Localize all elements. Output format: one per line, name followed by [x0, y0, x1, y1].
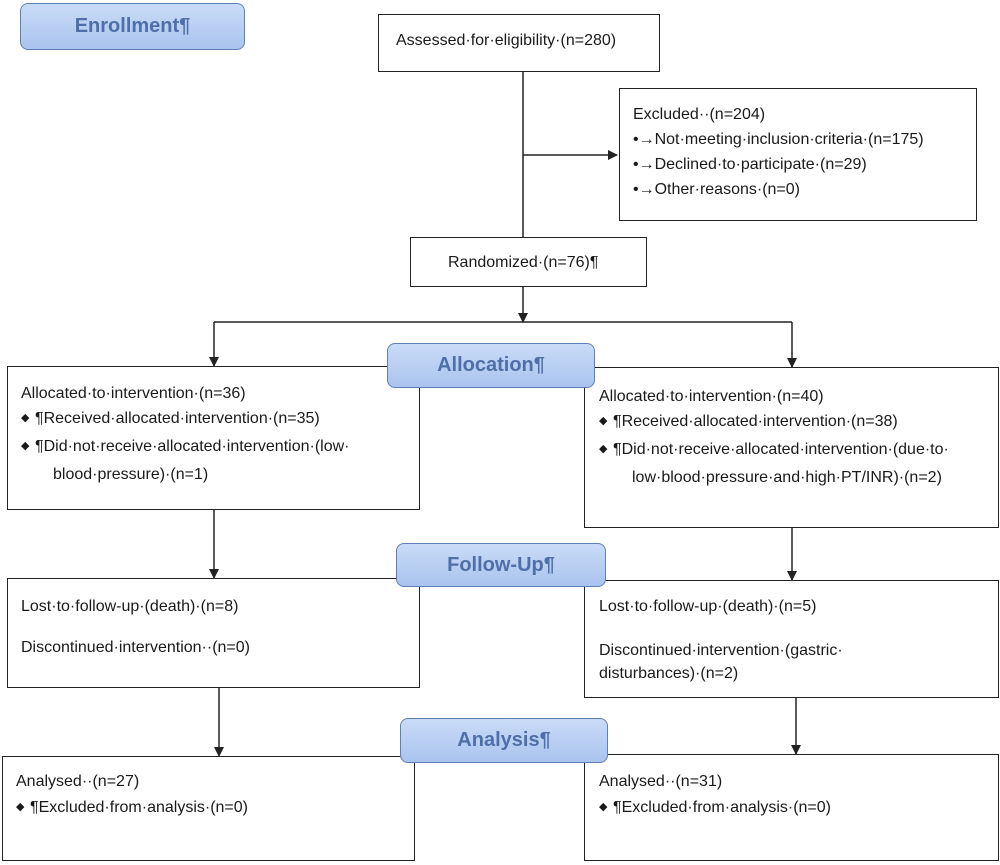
- right-allocated-title: Allocated·to·intervention·(n=40): [599, 388, 824, 405]
- right-allocation-box: Allocated·to·intervention·(n=40) ◆ ¶Recei…: [584, 367, 999, 528]
- left-allocated-title: Allocated·to·intervention·(n=36): [21, 385, 246, 402]
- stage-followup: Follow-Up¶: [396, 543, 606, 587]
- excluded-item-3: •→Other·reasons·(n=0): [633, 181, 800, 198]
- left-analysed-text: Analysed··(n=27): [16, 773, 140, 790]
- right-not-received-text: ¶Did·not·receive·allocated·intervention·…: [613, 441, 949, 458]
- left-not-received-cont: blood·pressure)·(n=1): [53, 466, 209, 483]
- left-discontinued-text: Discontinued·intervention··(n=0): [21, 639, 250, 656]
- left-excluded-analysis-text: ¶Excluded·from·analysis·(n=0): [30, 799, 248, 816]
- excluded-box: Excluded··(n=204) •→Not·meeting·inclusio…: [619, 88, 977, 221]
- right-excluded-analysis-text: ¶Excluded·from·analysis·(n=0): [613, 799, 831, 816]
- right-followup-box: Lost·to·follow-up·(death)·(n=5) Disconti…: [584, 580, 999, 698]
- stage-enrollment: Enrollment¶: [20, 3, 245, 50]
- stage-analysis: Analysis¶: [400, 718, 608, 763]
- bullet-icon: ◆: [21, 412, 30, 424]
- excluded-item-1: •→Not·meeting·inclusion·criteria·(n=175): [633, 131, 924, 148]
- right-discontinued-text-1: Discontinued·intervention·(gastric·: [599, 642, 843, 659]
- right-received: ◆ ¶Received·allocated·intervention·(n=38): [599, 414, 898, 430]
- left-excluded-analysis: ◆ ¶Excluded·from·analysis·(n=0): [16, 800, 248, 816]
- right-lost-text: Lost·to·follow-up·(death)·(n=5): [599, 598, 817, 615]
- bullet-icon: ◆: [16, 801, 25, 813]
- right-discontinued-text-2: disturbances)·(n=2): [599, 665, 739, 682]
- left-not-received-text: ¶Did·not·receive·allocated·intervention·…: [35, 438, 350, 455]
- assessed-box: Assessed·for·eligibility·(n=280): [378, 14, 660, 72]
- right-not-received: ◆ ¶Did·not·receive·allocated·intervention…: [599, 442, 949, 458]
- excluded-title: Excluded··(n=204): [633, 106, 766, 123]
- left-analysis-box: Analysed··(n=27) ◆ ¶Excluded·from·analysi…: [2, 756, 415, 861]
- stage-allocation-label: Allocation¶: [437, 354, 545, 376]
- randomized-text: Randomized·(n=76)¶: [448, 254, 599, 271]
- randomized-box: Randomized·(n=76)¶: [410, 237, 647, 287]
- right-excluded-analysis: ◆ ¶Excluded·from·analysis·(n=0): [599, 800, 831, 816]
- right-analysis-box: Analysed··(n=31) ◆ ¶Excluded·from·analysi…: [584, 754, 999, 861]
- bullet-icon: ◆: [599, 801, 608, 813]
- left-lost-text: Lost·to·follow-up·(death)·(n=8): [21, 598, 239, 615]
- left-followup-box: Lost·to·follow-up·(death)·(n=8) Disconti…: [7, 578, 420, 688]
- excluded-item-2: •→Declined·to·participate·(n=29): [633, 156, 867, 173]
- bullet-icon: ◆: [599, 443, 608, 455]
- left-received: ◆ ¶Received·allocated·intervention·(n=35): [21, 411, 320, 427]
- right-received-text: ¶Received·allocated·intervention·(n=38): [613, 413, 898, 430]
- stage-followup-label: Follow-Up¶: [447, 553, 555, 576]
- right-analysed-text: Analysed··(n=31): [599, 773, 723, 790]
- assessed-text: Assessed·for·eligibility·(n=280): [396, 32, 617, 49]
- left-not-received: ◆ ¶Did·not·receive·allocated·intervention…: [21, 439, 350, 455]
- bullet-icon: ◆: [599, 415, 608, 427]
- bullet-icon: ◆: [21, 440, 30, 452]
- stage-analysis-label: Analysis¶: [457, 729, 551, 751]
- right-not-received-cont: low·blood·pressure·and·high·PT/INR)·(n=2…: [632, 469, 942, 486]
- left-received-text: ¶Received·allocated·intervention·(n=35): [35, 410, 320, 427]
- stage-enrollment-label: Enrollment¶: [74, 15, 191, 37]
- left-allocation-box: Allocated·to·intervention·(n=36) ◆ ¶Recei…: [7, 366, 420, 510]
- stage-allocation: Allocation¶: [387, 343, 595, 388]
